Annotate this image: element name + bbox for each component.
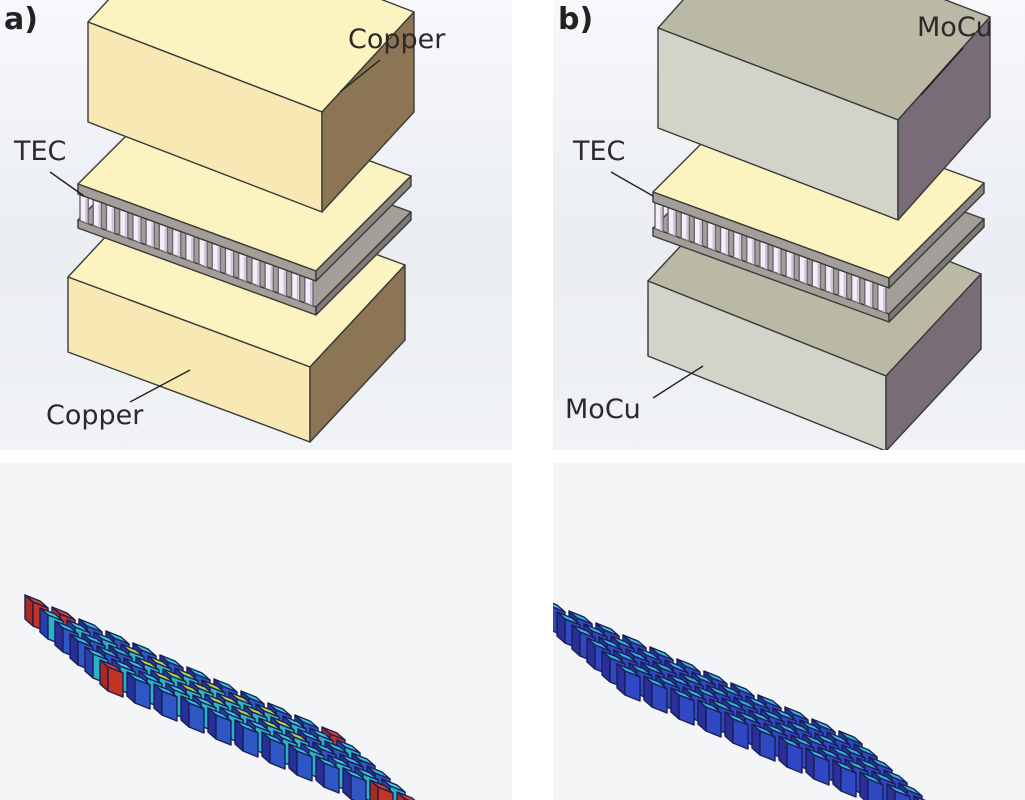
map-b-leg-0-2-front [678, 694, 695, 726]
map-b-leg-0-9-front [867, 778, 884, 800]
tec-b-top-plate-side [888, 182, 985, 289]
tec-b-bottom-plate-side [888, 218, 985, 323]
top-block-label-b: MoCu [917, 12, 993, 43]
bottom-block-label-a: Copper [46, 400, 144, 431]
tec-leg-temperature-array-b [553, 602, 926, 800]
leader-bottom-a [129, 369, 191, 403]
map-a-leg-0-5-front [242, 726, 259, 758]
tec-leg-temperature-array-a [24, 594, 416, 800]
panel-a-letter: a) [4, 2, 38, 37]
top-mocu-block-side [897, 16, 991, 221]
map-b-leg-0-11-side [913, 795, 920, 800]
top-copper-block-side [321, 11, 415, 213]
map-a-leg-0-7-front [296, 750, 313, 782]
map-b-leg-0-8-front [840, 766, 857, 798]
panel-b-assembly: b) MoCu TEC MoCu [553, 0, 1025, 450]
map-a-leg-0-6-front [269, 738, 286, 770]
map-a-leg-0-9-front [350, 774, 367, 800]
map-a-leg-0-2-front [161, 690, 178, 722]
map-b-leg-0-7-front [813, 754, 830, 786]
map-b-leg-0-1-front [651, 682, 668, 714]
map-b-leg-0-0-front [624, 670, 641, 702]
panel-b-letter: b) [558, 2, 594, 37]
tec-a-bottom-plate-side [315, 211, 412, 316]
map-b-leg-0-6-front [786, 742, 803, 774]
leader-tec-b [610, 171, 654, 197]
panel-a-drawing [49, 0, 415, 443]
tec-a-top-plate-side [315, 175, 412, 282]
map-a-leg-0-8-front [323, 762, 340, 794]
map-b-leg-0-5-front [759, 730, 776, 762]
leader-bottom-b [652, 365, 704, 399]
tec-label-a: TEC [14, 136, 67, 167]
map-a-leg-0-3-front [188, 702, 205, 734]
map-a-leg-0-10-front [377, 786, 394, 800]
panel-b-drawing [610, 0, 991, 450]
bottom-copper-block-side [309, 264, 406, 443]
map-b-leg-0-4-front [732, 718, 749, 750]
tec-label-b: TEC [573, 136, 626, 167]
top-block-label-a: Copper [348, 24, 446, 55]
thermal-map-b [553, 463, 1025, 800]
map-b-leg-0-10-front [894, 790, 911, 800]
bottom-mocu-block-side [885, 273, 982, 450]
map-a-leg-0-0-front [107, 666, 124, 698]
map-b-leg-0-3-front [705, 706, 722, 738]
bottom-block-label-b: MoCu [565, 394, 641, 425]
map-a-leg-0-4-front [215, 714, 232, 746]
thermal-map-a [0, 463, 512, 800]
leader-top-a [339, 59, 381, 93]
leader-tec-a [49, 171, 85, 197]
leader-top-b [920, 47, 964, 96]
panel-a-assembly: a) Copper TEC Copper [0, 0, 512, 450]
map-a-leg-0-1-front [134, 678, 151, 710]
